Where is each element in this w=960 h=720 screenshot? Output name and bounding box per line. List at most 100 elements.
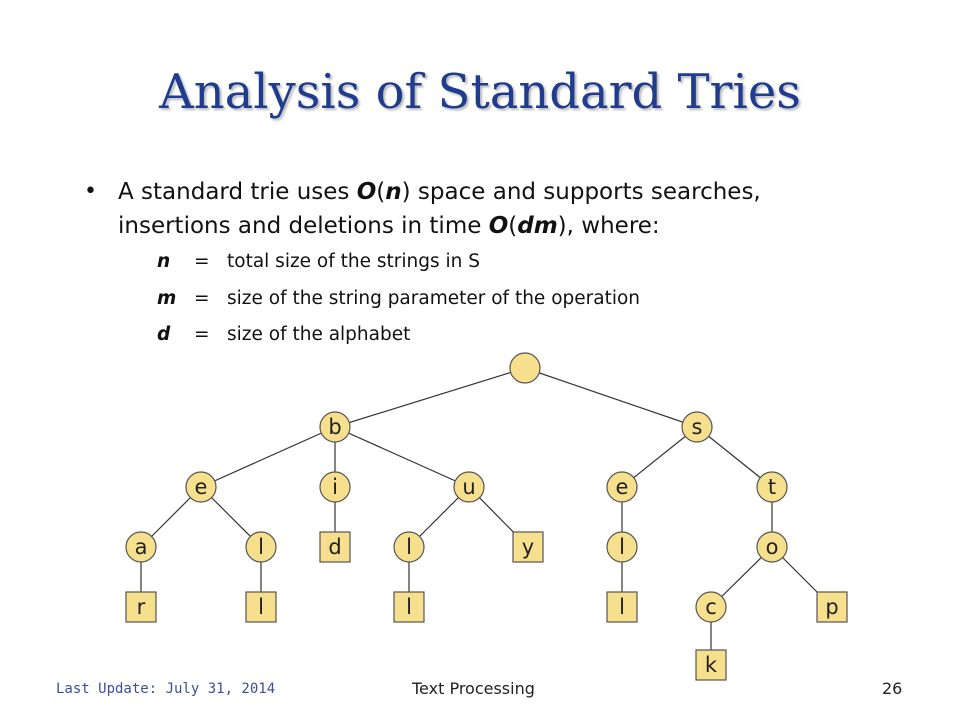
node-circle <box>606 471 638 503</box>
time-close-paren: ) <box>557 213 567 239</box>
trie-node-e1: e <box>185 471 217 503</box>
definition-variable: n <box>157 251 171 272</box>
node-circle <box>681 411 713 443</box>
trie-node-s: s <box>681 411 713 443</box>
trie-edge <box>524 367 698 428</box>
bullet-point: • A standard trie uses O(n) space and su… <box>84 175 870 243</box>
trie-node-k: k <box>695 649 727 681</box>
trie-node-l6: l <box>606 591 638 623</box>
trie-node-p: p <box>816 591 848 623</box>
definition-description: size of the string parameter of the oper… <box>227 288 641 309</box>
node-label: o <box>766 535 779 559</box>
node-label: u <box>462 475 475 499</box>
trie-node-i: i <box>319 471 351 503</box>
node-circle <box>393 531 425 563</box>
bullet-icon: • <box>84 179 97 204</box>
footer-title: Text Processing <box>412 679 535 698</box>
leaf-box <box>512 531 544 563</box>
trie-edge <box>200 426 336 488</box>
trie-node-l2: l <box>393 531 425 563</box>
node-label: l <box>406 535 412 559</box>
leaf-box <box>319 531 351 563</box>
leaf-box <box>695 649 727 681</box>
space-close-paren: ) <box>401 179 411 205</box>
trie-node-t: t <box>756 471 788 503</box>
node-label: a <box>135 535 148 559</box>
leaf-box <box>125 591 157 623</box>
node-label: p <box>825 595 838 619</box>
bullet-suffix: , where: <box>566 213 660 239</box>
node-label: e <box>616 475 629 499</box>
time-variable: dm <box>517 213 558 239</box>
node-circle <box>319 411 351 443</box>
trie-node-b: b <box>319 411 351 443</box>
definition-description: total size of the strings in S <box>227 251 481 272</box>
bullet-middle: space and supports searches, insertions … <box>118 179 761 239</box>
trie-node-a: a <box>125 531 157 563</box>
trie-node-l1: l <box>245 531 277 563</box>
node-label: l <box>619 595 625 619</box>
trie-node-l3: l <box>606 531 638 563</box>
space-big-o: O <box>356 179 377 205</box>
trie-node-d: d <box>319 531 351 563</box>
leaf-box <box>816 591 848 623</box>
node-label: l <box>619 535 625 559</box>
node-circle <box>756 531 788 563</box>
space-open-paren: ( <box>376 179 386 205</box>
definition-variable: d <box>157 324 171 345</box>
node-label: k <box>705 653 718 677</box>
slide-title: Analysis of Standard Tries <box>159 64 801 120</box>
node-circle <box>606 531 638 563</box>
bullet-prefix: A standard trie uses <box>118 179 357 205</box>
trie-root-node <box>509 352 541 384</box>
time-big-o: O <box>488 213 509 239</box>
node-circle <box>509 352 541 384</box>
leaf-box <box>393 591 425 623</box>
definition-equals: = <box>194 288 210 309</box>
trie-edge <box>334 367 526 428</box>
definition-description: size of the alphabet <box>227 324 411 345</box>
leaf-box <box>606 591 638 623</box>
bullet-text: A standard trie uses O(n) space and supp… <box>118 175 870 243</box>
node-circle <box>453 471 485 503</box>
trie-edge <box>621 426 698 488</box>
node-circle <box>185 471 217 503</box>
trie-edges <box>140 367 833 665</box>
definition-equals: = <box>194 251 210 272</box>
node-label: s <box>692 415 703 439</box>
node-circle <box>245 531 277 563</box>
node-label: d <box>328 535 341 559</box>
trie-node-y: y <box>512 531 544 563</box>
node-circle <box>756 471 788 503</box>
node-label: c <box>705 595 717 619</box>
trie-node-l5: l <box>393 591 425 623</box>
node-circle <box>319 471 351 503</box>
trie-edge <box>696 426 773 488</box>
trie-node-o: o <box>756 531 788 563</box>
trie-node-c: c <box>695 591 727 623</box>
space-variable: n <box>385 179 402 205</box>
definition-variable: m <box>157 288 177 309</box>
trie-node-l4: l <box>245 591 277 623</box>
node-label: l <box>258 535 264 559</box>
time-open-paren: ( <box>508 213 518 239</box>
trie-node-u: u <box>453 471 485 503</box>
node-label: t <box>768 475 776 499</box>
trie-node-r: r <box>125 591 157 623</box>
node-label: b <box>328 415 341 439</box>
page-number: 26 <box>882 679 903 698</box>
node-label: y <box>522 535 534 559</box>
node-circle <box>695 591 727 623</box>
node-label: l <box>258 595 264 619</box>
node-label: i <box>332 475 338 499</box>
trie-nodes: b s e i u e t a l d l y l o r l l l c p k <box>125 352 848 681</box>
node-label: e <box>195 475 208 499</box>
trie-node-e2: e <box>606 471 638 503</box>
trie-edge <box>334 426 470 488</box>
node-label: l <box>406 595 412 619</box>
definition-equals: = <box>194 324 210 345</box>
node-label: r <box>137 595 146 619</box>
node-circle <box>125 531 157 563</box>
footer-date: Last Update: July 31, 2014 <box>56 681 276 697</box>
